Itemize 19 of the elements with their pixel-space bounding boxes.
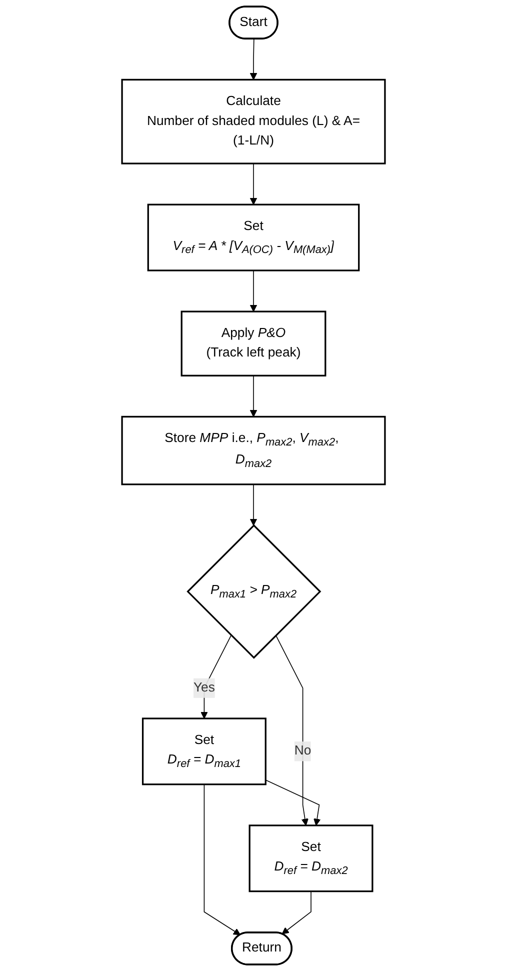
node-box: Set D$_{ref}$ = D$_{max2}$	[248, 824, 374, 892]
arrow	[275, 634, 309, 826]
arrow	[204, 784, 241, 936]
node-diamond: P$_{max1}$ > P$_{max2}$	[186, 524, 322, 659]
arrow	[250, 163, 258, 205]
node-box: Apply P&O (Track left peak)	[180, 310, 326, 376]
node-box: Set D$_{ref}$ = D$_{max1}$	[142, 718, 266, 786]
arrow	[250, 484, 258, 526]
node-box: Store MPP i.e., P$_{max2}$, V$_{max2}$, D$_{max2}$	[121, 416, 386, 486]
arrow	[250, 375, 258, 418]
edge-label: No	[294, 744, 312, 758]
arrow	[265, 780, 321, 826]
edge-label: Yes	[193, 680, 215, 695]
node-box: Set V$_{ref}$ = A * [V$_{A(OC)}$ - V$_{M(Max)}$]	[147, 204, 360, 272]
arrow	[200, 634, 232, 719]
arrow	[250, 38, 258, 80]
arrow	[250, 270, 258, 312]
arrow	[282, 890, 312, 934]
node-box: Calculate Number of shaded modules (L) & A=(1-L/N)	[121, 78, 386, 164]
